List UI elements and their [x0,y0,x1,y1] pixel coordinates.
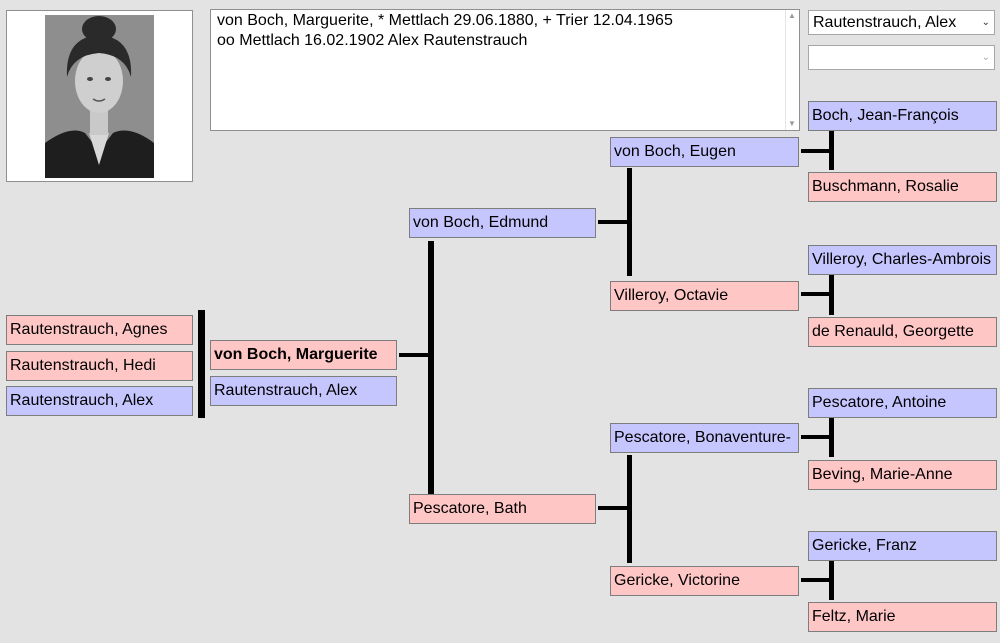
gp-connector [801,149,831,153]
great-grandparent-box[interactable]: Villeroy, Charles-Ambrois [808,245,997,275]
secondary-select[interactable]: ⌄ [808,45,995,70]
notes-line-1: von Boch, Marguerite, * Mettlach 29.06.1… [217,12,673,29]
chevron-down-icon: ⌄ [981,52,990,63]
great-grandparent-box[interactable]: Boch, Jean-François [808,101,997,131]
grandparent-box[interactable]: Gericke, Victorine [610,566,799,596]
spouse-select-value: Rautenstrauch, Alex [813,14,957,31]
great-grandparent-box[interactable]: Buschmann, Rosalie [808,172,997,202]
children-connector [198,310,205,418]
chevron-down-icon: ⌄ [981,17,990,28]
ggp-connector [829,130,834,170]
scroll-down-icon[interactable]: ▼ [788,119,796,128]
scroll-up-icon[interactable]: ▲ [788,11,796,20]
proband-box[interactable]: von Boch, Marguerite [210,340,397,370]
mother-connector [598,506,628,510]
notes-line-2: oo Mettlach 16.02.1902 Alex Rautenstrauc… [217,32,528,49]
mother-box[interactable]: Pescatore, Bath [409,494,596,524]
great-grandparent-box[interactable]: Pescatore, Antoine [808,388,997,418]
gp-connector [801,435,831,439]
great-grandparent-box[interactable]: Gericke, Franz [808,531,997,561]
great-grandparent-box[interactable]: de Renauld, Georgette [808,317,997,347]
grandparent-box[interactable]: von Boch, Eugen [610,137,799,167]
great-grandparent-box[interactable]: Feltz, Marie [808,602,997,632]
father-box[interactable]: von Boch, Edmund [409,208,596,238]
notes-scrollbar[interactable]: ▲ ▼ [785,10,799,130]
father-connector [598,220,628,224]
mother-parents-connector [627,455,632,563]
ggp-connector [829,560,834,600]
grandparent-box[interactable]: Pescatore, Bonaventure- [610,423,799,453]
gp-connector [801,578,831,582]
child-box[interactable]: Rautenstrauch, Alex [6,386,193,416]
grandparent-box[interactable]: Villeroy, Octavie [610,281,799,311]
proband-connector [399,353,429,357]
father-parents-connector [627,168,632,276]
parents-connector [428,241,434,494]
child-box[interactable]: Rautenstrauch, Agnes [6,315,193,345]
child-box[interactable]: Rautenstrauch, Hedi [6,351,193,381]
person-notes-textarea[interactable]: von Boch, Marguerite, * Mettlach 29.06.1… [210,9,800,131]
spouse-box[interactable]: Rautenstrauch, Alex [210,376,397,406]
great-grandparent-box[interactable]: Beving, Marie-Anne [808,460,997,490]
portrait-photo[interactable] [45,15,154,178]
portrait-image [45,15,154,178]
gp-connector [801,292,831,296]
portrait-frame [6,10,193,182]
spouse-select[interactable]: Rautenstrauch, Alex ⌄ [808,10,995,35]
ggp-connector [829,274,834,315]
ggp-connector [829,417,834,457]
